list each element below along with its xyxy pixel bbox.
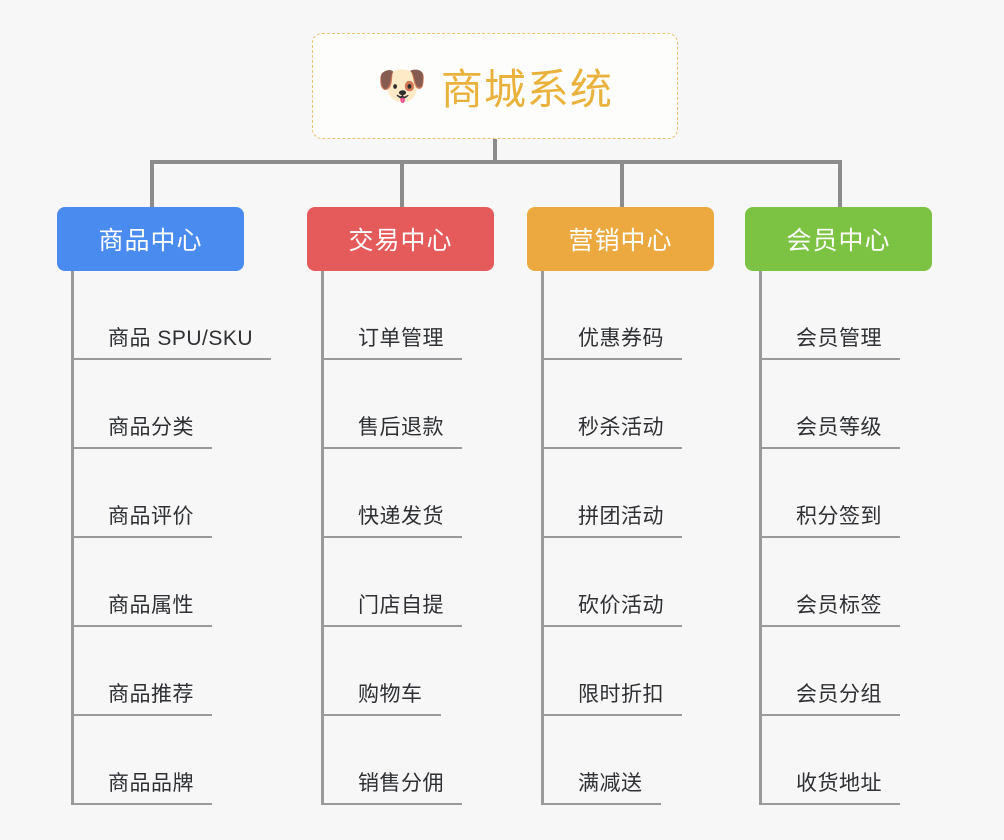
leaf-label: 商品品牌 [108,772,194,795]
connector-root-stem [493,139,497,163]
leaf-item[interactable]: 门店自提 [324,538,494,627]
leaf-item[interactable]: 销售分佣 [324,716,494,805]
leaf-underline: 销售分佣 [324,767,462,805]
dog-face-icon: 🐶 [377,64,427,108]
branch-column: 营销中心优惠券码秒杀活动拼团活动砍价活动限时折扣满减送 [527,207,714,805]
leaf-item[interactable]: 商品评价 [74,449,271,538]
leaf-item[interactable]: 砍价活动 [544,538,714,627]
leaf-item[interactable]: 快递发货 [324,449,494,538]
leaf-label: 会员标签 [796,594,882,617]
leaf-item[interactable]: 拼团活动 [544,449,714,538]
connector-drop-3 [620,160,624,207]
leaf-underline: 商品分类 [74,411,212,449]
leaf-list: 优惠券码秒杀活动拼团活动砍价活动限时折扣满减送 [541,271,714,805]
leaf-label: 购物车 [358,683,423,706]
leaf-underline: 砍价活动 [544,589,682,627]
leaf-underline: 收货地址 [762,767,900,805]
leaf-underline: 拼团活动 [544,500,682,538]
leaf-underline: 会员管理 [762,322,900,360]
branch-column: 会员中心会员管理会员等级积分签到会员标签会员分组收货地址 [745,207,932,805]
leaf-underline: 满减送 [544,767,661,805]
branch-header-label: 交易中心 [348,227,453,255]
leaf-underline: 商品推荐 [74,678,212,716]
leaf-label: 售后退款 [358,416,444,439]
leaf-underline: 积分签到 [762,500,900,538]
leaf-item[interactable]: 收货地址 [762,716,932,805]
leaf-label: 商品分类 [108,416,194,439]
leaf-item[interactable]: 商品品牌 [74,716,271,805]
leaf-label: 收货地址 [796,772,882,795]
leaf-item[interactable]: 会员标签 [762,538,932,627]
leaf-item[interactable]: 积分签到 [762,449,932,538]
leaf-underline: 秒杀活动 [544,411,682,449]
leaf-label: 秒杀活动 [578,416,664,439]
leaf-label: 积分签到 [796,505,882,528]
leaf-list: 商品 SPU/SKU 商品分类商品评价商品属性商品推荐商品品牌 [71,271,272,805]
leaf-underline: 订单管理 [324,322,462,360]
leaf-item[interactable]: 商品 SPU/SKU [74,271,272,360]
root-title: 商城系统 [440,65,613,113]
leaf-underline: 快递发货 [324,500,462,538]
leaf-label: 商品评价 [108,505,194,528]
branch-header-label: 会员中心 [786,227,891,255]
leaf-label: 会员等级 [796,416,882,439]
leaf-label: 拼团活动 [578,505,664,528]
branch-column: 商品中心商品 SPU/SKU 商品分类商品评价商品属性商品推荐商品品牌 [57,207,272,805]
leaf-item[interactable]: 订单管理 [324,271,494,360]
root-node[interactable]: 🐶 商城系统 [312,33,678,139]
branch-header-label: 商品中心 [98,227,203,255]
leaf-label: 砍价活动 [578,594,664,617]
leaf-item[interactable]: 售后退款 [324,360,494,449]
branch-header[interactable]: 商品中心 [57,207,244,271]
leaf-item[interactable]: 优惠券码 [544,271,714,360]
leaf-label: 会员管理 [796,327,882,350]
leaf-underline: 会员等级 [762,411,900,449]
leaf-label: 订单管理 [358,327,444,350]
leaf-label: 门店自提 [358,594,444,617]
leaf-underline: 购物车 [324,678,441,716]
connector-drop-1 [150,160,154,207]
leaf-item[interactable]: 会员等级 [762,360,932,449]
leaf-item[interactable]: 秒杀活动 [544,360,714,449]
leaf-label: 商品 SPU/SKU [108,327,254,350]
branch-header-label: 营销中心 [568,227,673,255]
leaf-label: 限时折扣 [578,683,664,706]
branch-header[interactable]: 营销中心 [527,207,714,271]
leaf-item[interactable]: 满减送 [544,716,714,805]
leaf-underline: 商品品牌 [74,767,212,805]
leaf-label: 快递发货 [358,505,444,528]
leaf-item[interactable]: 会员管理 [762,271,932,360]
leaf-underline: 门店自提 [324,589,462,627]
leaf-label: 会员分组 [796,683,882,706]
connector-drop-4 [838,160,842,207]
branch-column: 交易中心订单管理售后退款快递发货门店自提购物车销售分佣 [307,207,494,805]
branch-header[interactable]: 会员中心 [745,207,932,271]
leaf-list: 订单管理售后退款快递发货门店自提购物车销售分佣 [321,271,494,805]
leaf-label: 商品推荐 [108,683,194,706]
leaf-underline: 会员标签 [762,589,900,627]
leaf-label: 销售分佣 [358,772,444,795]
leaf-underline: 优惠券码 [544,322,682,360]
leaf-item[interactable]: 会员分组 [762,627,932,716]
leaf-underline: 商品 SPU/SKU [74,322,272,360]
leaf-underline: 商品评价 [74,500,212,538]
leaf-underline: 限时折扣 [544,678,682,716]
leaf-label: 商品属性 [108,594,194,617]
connector-drop-2 [400,160,404,207]
leaf-item[interactable]: 商品分类 [74,360,271,449]
branch-header[interactable]: 交易中心 [307,207,494,271]
leaf-list: 会员管理会员等级积分签到会员标签会员分组收货地址 [759,271,932,805]
leaf-item[interactable]: 商品推荐 [74,627,271,716]
leaf-item[interactable]: 购物车 [324,627,494,716]
leaf-label: 优惠券码 [578,327,664,350]
leaf-underline: 会员分组 [762,678,900,716]
leaf-item[interactable]: 限时折扣 [544,627,714,716]
leaf-underline: 商品属性 [74,589,212,627]
leaf-label: 满减送 [578,772,643,795]
leaf-underline: 售后退款 [324,411,462,449]
leaf-item[interactable]: 商品属性 [74,538,271,627]
connector-horizontal-bus [150,160,842,164]
